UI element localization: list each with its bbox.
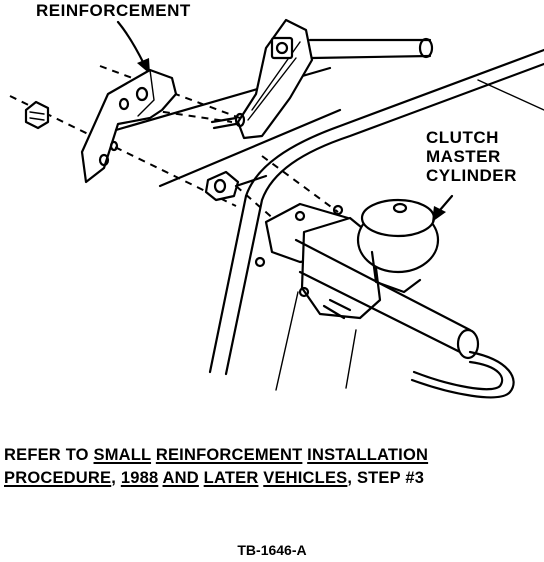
caption-segment: , bbox=[111, 469, 121, 487]
pedal-bracket bbox=[210, 18, 314, 140]
reinforcement-bracket bbox=[80, 68, 178, 184]
hydraulic-line bbox=[410, 350, 515, 399]
clutch-label-line-3: CYLINDER bbox=[426, 166, 517, 185]
caption-line-2: PROCEDURE, 1988 AND LATER VEHICLES, STEP… bbox=[4, 467, 540, 490]
procedure-caption: REFER TO SMALL REINFORCEMENT INSTALLATIO… bbox=[4, 444, 540, 490]
caption-segment: LATER bbox=[203, 469, 259, 487]
reinforcement-leader-arrow bbox=[116, 20, 150, 74]
support-tube bbox=[114, 37, 434, 188]
figure-id: TB-1646-A bbox=[237, 542, 307, 558]
clutch-master-cylinder-label: CLUTCH MASTER CYLINDER bbox=[426, 128, 536, 185]
caption-segment: PROCEDURE bbox=[4, 469, 112, 487]
cylinder-body bbox=[254, 202, 480, 360]
clutch-master-cylinder-illustration bbox=[9, 18, 544, 399]
caption-segment: AND bbox=[162, 469, 199, 487]
clutch-label-line-1: CLUTCH bbox=[426, 128, 499, 147]
mounting-nut bbox=[24, 100, 50, 130]
caption-segment: VEHICLES bbox=[263, 469, 348, 487]
caption-segment: REFER TO bbox=[4, 446, 94, 464]
cylinder-leader-arrow bbox=[432, 194, 454, 222]
caption-segment: 1988 bbox=[120, 469, 159, 487]
clutch-label-line-2: MASTER bbox=[426, 147, 501, 166]
caption-segment: INSTALLATION bbox=[307, 446, 429, 464]
reinforcement-label: REINFORCEMENT bbox=[36, 1, 191, 20]
caption-line-1: REFER TO SMALL REINFORCEMENT INSTALLATIO… bbox=[4, 444, 540, 467]
firewall-panel bbox=[208, 48, 544, 391]
caption-segment: SMALL bbox=[93, 446, 152, 464]
caption-segment: REINFORCEMENT bbox=[155, 446, 303, 464]
caption-segment: , STEP #3 bbox=[347, 469, 425, 487]
pushrod-clevis bbox=[204, 170, 268, 202]
fluid-reservoir bbox=[356, 198, 440, 294]
